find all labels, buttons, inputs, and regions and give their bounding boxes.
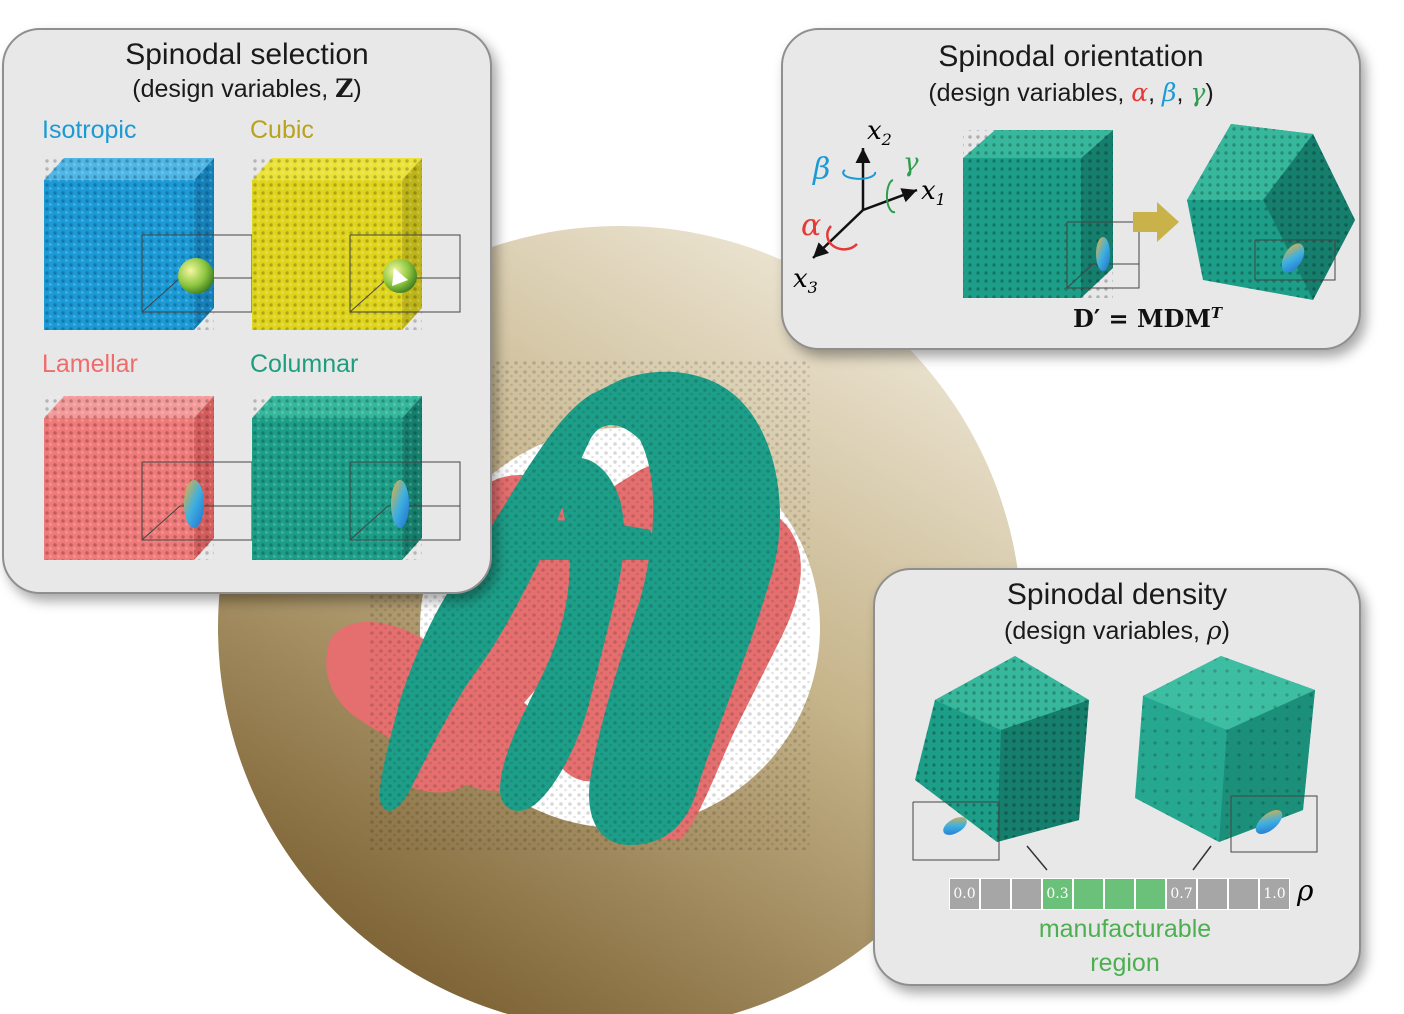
axis-x2-label: x2 <box>867 116 892 150</box>
label-lamellar: Lamellar <box>42 350 138 378</box>
density-subtitle-prefix: (design variables, <box>1004 617 1207 645</box>
beta-symbol: β <box>813 152 831 187</box>
pointer-high <box>1192 845 1212 871</box>
orientation-comma-1: , <box>1148 79 1163 107</box>
orientation-comma-2: , <box>1176 79 1191 107</box>
selection-title: Spinodal selection <box>125 38 369 71</box>
density-bar-cell: 0.0 <box>949 878 980 910</box>
spinodal-orientation-panel: Spinodal orientation (design variables, … <box>781 28 1361 350</box>
cube-after <box>1187 124 1355 300</box>
low-density-cube <box>912 656 1089 861</box>
spinodal-density-panel: Spinodal density (design variables, ρ) <box>873 568 1361 986</box>
cube-before <box>963 130 1140 298</box>
density-bar-cell: 1.0 <box>1259 878 1290 910</box>
density-subtitle-suffix: ) <box>1221 617 1230 645</box>
density-bar-cell <box>1228 878 1259 910</box>
label-cubic: Cubic <box>250 116 314 144</box>
density-bar-cell: 0.3 <box>1042 878 1073 910</box>
orientation-beta: β <box>1162 78 1177 107</box>
selection-subtitle-prefix: (design variables, <box>132 75 336 103</box>
density-subtitle-var: ρ <box>1206 616 1222 645</box>
manufacturable-line2: region <box>1090 949 1160 977</box>
density-bar-cell <box>1011 878 1042 910</box>
pointer-low <box>1026 845 1048 871</box>
lamellar-cube <box>44 396 253 560</box>
density-bar-cell <box>1197 878 1228 910</box>
isotropic-cube <box>44 158 253 330</box>
gamma-symbol: γ <box>903 148 919 178</box>
density-bar-cell: 0.7 <box>1166 878 1197 910</box>
density-bar: 0.0 0.3 0.7 1.0 <box>949 878 1290 910</box>
selection-subtitle: (design variables, Z) <box>4 74 490 104</box>
density-title: Spinodal density <box>1006 578 1228 611</box>
axis-triad <box>812 148 918 259</box>
spinodal-selection-panel: Spinodal selection (design variables, Z)… <box>2 28 492 594</box>
columnar-cube <box>252 396 461 560</box>
axis-x1-label: x1 <box>921 176 946 210</box>
orientation-subtitle: (design variables, α, β, γ) <box>783 78 1359 108</box>
rotation-equation: D′ = MDMT <box>1073 304 1223 333</box>
orientation-subtitle-suffix: ) <box>1205 79 1214 107</box>
transform-arrow <box>1133 202 1179 242</box>
density-bar-label: ρ <box>1297 874 1314 907</box>
density-bar-cell <box>980 878 1011 910</box>
orientation-gamma: γ <box>1190 78 1206 107</box>
density-subtitle: (design variables, ρ) <box>875 616 1359 646</box>
orientation-graphic <box>812 124 1355 300</box>
cubic-cube <box>252 158 461 330</box>
density-graphic <box>912 656 1318 871</box>
orientation-subtitle-prefix: (design variables, <box>928 79 1132 107</box>
orientation-alpha: α <box>1131 78 1149 107</box>
orientation-title: Spinodal orientation <box>938 40 1204 73</box>
manufacturable-line1: manufacturable <box>1038 915 1212 943</box>
selection-subtitle-var: Z <box>335 74 354 103</box>
selection-subtitle-suffix: ) <box>353 75 362 103</box>
density-bar-cell <box>1104 878 1135 910</box>
label-isotropic: Isotropic <box>42 116 137 144</box>
high-density-cube <box>1135 656 1318 853</box>
axis-x3-label: x3 <box>793 264 818 298</box>
selection-cubes <box>44 158 461 560</box>
alpha-symbol: α <box>801 208 822 243</box>
manufacturable-label: manufacturable region <box>995 912 1255 980</box>
density-bar-cell <box>1135 878 1166 910</box>
label-columnar: Columnar <box>250 350 359 378</box>
density-bar-cell <box>1073 878 1104 910</box>
